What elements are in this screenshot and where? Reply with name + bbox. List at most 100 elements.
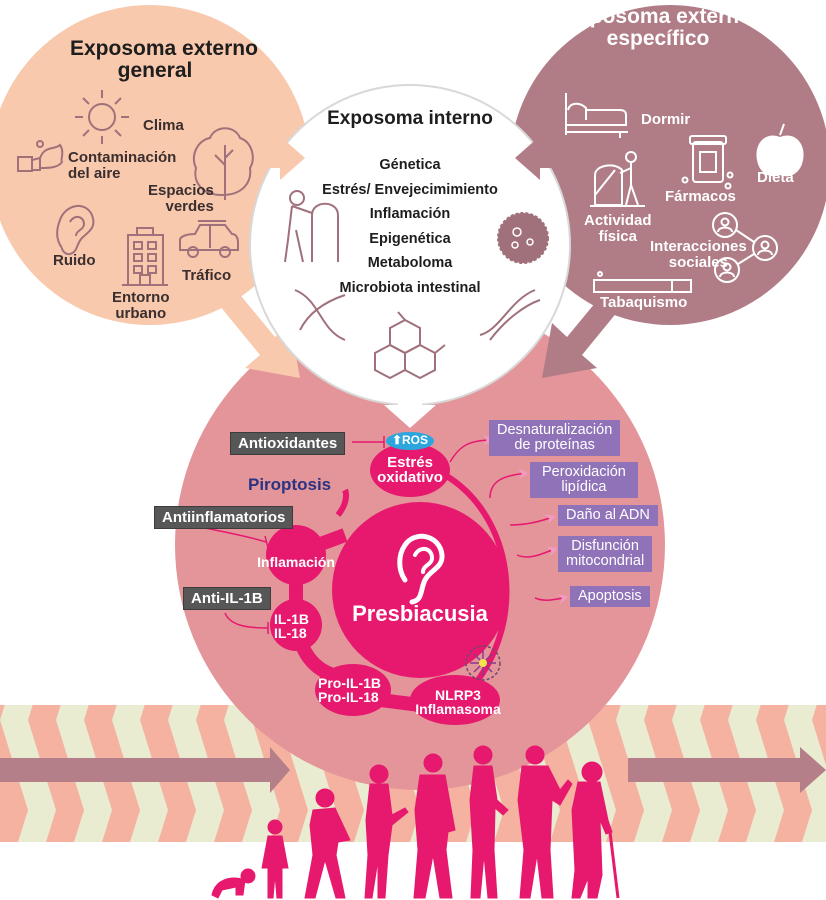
internal-item: Estrés/ Envejecimimiento bbox=[322, 181, 498, 198]
tree-icon bbox=[192, 127, 254, 200]
il-label: IL-1B IL-18 bbox=[274, 612, 318, 640]
label-line: IL-1B bbox=[274, 611, 309, 627]
label-line: Desnaturalización bbox=[497, 422, 613, 438]
baby-silhouette bbox=[211, 868, 256, 899]
drug-antiinflamatorios: Antiinflamatorios bbox=[154, 506, 294, 529]
label-line: Interacciones bbox=[650, 238, 747, 255]
title-line: Exposoma externo bbox=[70, 37, 258, 60]
label-farmacos: Fármacos bbox=[665, 188, 736, 205]
internal-icons bbox=[284, 190, 549, 380]
label-interacciones-sociales: Interacciones sociales bbox=[650, 239, 747, 271]
internal-title: Exposoma interno bbox=[327, 108, 493, 129]
external-specific-title: Exposoma externo específico bbox=[558, 5, 758, 51]
cigarette-icon bbox=[593, 271, 692, 293]
cell-vesicle bbox=[511, 241, 519, 249]
timeline-arrow-left bbox=[0, 747, 290, 793]
label-line: mitocondrial bbox=[566, 553, 645, 569]
effect-disfuncion: Disfunción mitocondrial bbox=[558, 536, 653, 572]
arrow-apoptosis bbox=[534, 593, 570, 605]
cane bbox=[608, 831, 620, 899]
pill-jar-icon bbox=[681, 135, 734, 190]
young-woman-silhouette bbox=[364, 764, 409, 899]
internal-item: Epigenética bbox=[369, 230, 451, 247]
ros-label: ⬆ROS bbox=[388, 434, 432, 446]
adult-man-silhouette bbox=[413, 753, 456, 899]
internal-item: Metaboloma bbox=[367, 255, 453, 271]
arrow-specific-to-core bbox=[542, 285, 627, 378]
anti-il-inhibition bbox=[224, 612, 269, 629]
label-ruido: Ruido bbox=[53, 252, 96, 269]
elderly-walker-icon bbox=[284, 190, 339, 263]
label-line: de proteínas bbox=[514, 437, 595, 453]
label-dormir: Dormir bbox=[641, 111, 691, 128]
label-line: Estrés bbox=[387, 454, 433, 471]
label-tabaquismo: Tabaquismo bbox=[600, 294, 688, 311]
arrow-desnaturalizacion bbox=[449, 434, 495, 463]
label-line: verdes bbox=[165, 197, 214, 215]
label-line: Disfunción bbox=[571, 538, 639, 554]
external-specific-icons bbox=[565, 93, 778, 293]
nlrp3-label: NLRP3 Inflamasoma bbox=[415, 688, 501, 716]
label-line: NLRP3 bbox=[435, 687, 481, 703]
effect-dano-adn: Daño al ADN bbox=[558, 505, 658, 526]
life-stages bbox=[211, 745, 620, 899]
label-line: Espacios bbox=[148, 182, 214, 199]
ear-inner bbox=[413, 546, 435, 574]
label-line: sociales bbox=[668, 253, 728, 271]
label-contaminacion: Contaminación del aire bbox=[68, 150, 176, 182]
external-general-icons bbox=[17, 90, 254, 286]
arrow-general-to-core bbox=[215, 285, 300, 378]
adult-woman-silhouette bbox=[469, 745, 509, 899]
drug-anti-il-1b: Anti-IL-1B bbox=[183, 587, 271, 610]
drug-antioxidantes: Antioxidantes bbox=[230, 432, 346, 455]
label-clima: Clima bbox=[143, 117, 184, 134]
internal-list: Génetica Estrés/ Envejecimimiento Inflam… bbox=[300, 153, 520, 300]
bed-icon bbox=[565, 93, 628, 138]
treadmill-icon bbox=[590, 151, 645, 207]
building-icon bbox=[122, 227, 168, 286]
young-man-silhouette bbox=[304, 788, 351, 899]
title-line: específico bbox=[606, 27, 710, 51]
arrow-general-to-internal bbox=[252, 136, 305, 180]
label-line: Actividad bbox=[584, 212, 652, 229]
up-arrow-icon: ⬆ bbox=[391, 433, 403, 447]
label-line: IL-18 bbox=[274, 625, 307, 641]
arrow-dano-adn bbox=[509, 514, 556, 526]
label-line: Entorno bbox=[112, 289, 170, 306]
timeline-arrow-right bbox=[628, 747, 826, 793]
label-line: Pro-IL-1B bbox=[318, 675, 381, 691]
molecule-icon bbox=[374, 311, 446, 380]
ros-badge bbox=[386, 432, 434, 450]
effect-apoptosis: Apoptosis bbox=[570, 586, 650, 607]
ear-icon bbox=[397, 533, 445, 605]
title-line: Exposoma externo bbox=[564, 5, 752, 28]
cell-vesicle bbox=[526, 238, 534, 246]
label-line: del aire bbox=[68, 164, 121, 182]
label-espacios-verdes: Espacios verdes bbox=[148, 183, 214, 215]
effect-desnaturalizacion: Desnaturalización de proteínas bbox=[489, 420, 621, 456]
dna-icon bbox=[479, 289, 541, 341]
child-silhouette bbox=[261, 819, 289, 899]
il-node bbox=[270, 599, 322, 651]
presbiacusia-label: Presbiacusia bbox=[352, 601, 488, 626]
piroptosis-connector bbox=[335, 488, 349, 517]
label-line: lipídica bbox=[561, 479, 607, 495]
nlrp3-node bbox=[410, 675, 500, 725]
label-actividad-fisica: Actividad física bbox=[584, 213, 652, 245]
cell-icon bbox=[497, 212, 549, 264]
dna-icon bbox=[294, 289, 346, 341]
estres-oxidativo-node bbox=[370, 443, 450, 497]
label-line: oxidativo bbox=[377, 469, 443, 486]
label-line: Pro-IL-18 bbox=[318, 689, 379, 705]
piroptosis-label: Piroptosis bbox=[248, 475, 332, 494]
label-entorno-urbano: Entorno urbano bbox=[112, 290, 170, 322]
arrow-specific-to-internal bbox=[515, 136, 568, 180]
arrow-disfuncion bbox=[516, 546, 558, 558]
label-line: física bbox=[598, 227, 637, 245]
internal-item: Inflamación bbox=[369, 206, 451, 222]
internal-item: Microbiota intestinal bbox=[339, 279, 481, 296]
smoke-icon bbox=[17, 140, 64, 172]
social-network-icon bbox=[712, 212, 778, 283]
pro-il-label: Pro-IL-1B Pro-IL-18 bbox=[318, 676, 390, 704]
